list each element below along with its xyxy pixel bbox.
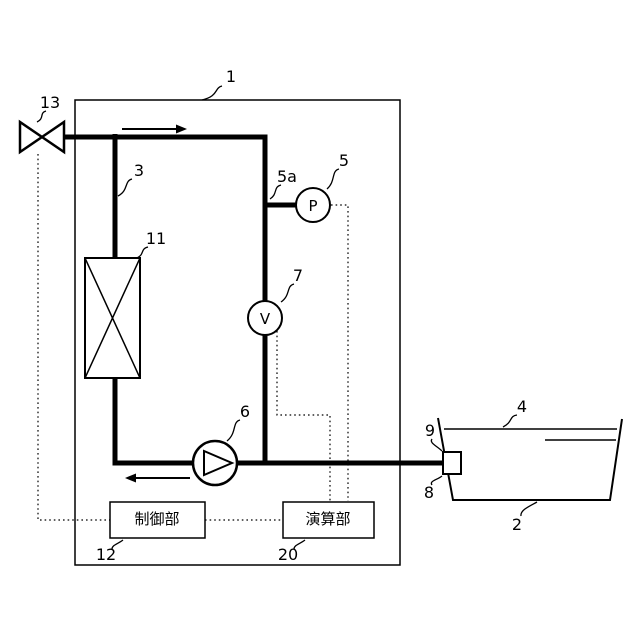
ref-label-5: 5	[339, 151, 349, 170]
leader-11	[136, 246, 149, 259]
signal-lines	[37, 154, 349, 521]
ref-label-1: 1	[226, 67, 236, 86]
flow-gauge: V	[247, 300, 283, 336]
ref-label-4: 4	[517, 397, 527, 416]
leader-2	[520, 501, 538, 517]
pressure-gauge-circle	[295, 187, 331, 223]
leader-12	[111, 539, 124, 550]
tank	[437, 417, 623, 501]
valve-right-triangle	[39, 119, 66, 155]
reference-labels: 1 13 3 5a 5 11 7 6 4 9 8 2 12 20	[36, 67, 538, 564]
flow-arrow-left-head	[125, 473, 136, 483]
leader-20	[293, 539, 306, 550]
calculation-unit: 演算部	[282, 501, 375, 539]
leader-13	[36, 110, 47, 123]
leader-1	[201, 85, 223, 101]
ref-label-9: 9	[425, 421, 435, 440]
ref-label-13: 13	[40, 93, 60, 112]
leader-7	[280, 283, 295, 303]
leader-5a	[269, 184, 282, 200]
flow-gauge-label: V	[260, 310, 271, 328]
leader-5	[326, 168, 340, 190]
flow-arrow-left	[125, 473, 190, 483]
top-and-right-pipe	[60, 134, 268, 463]
ref-label-11: 11	[146, 229, 166, 248]
valve-control-signal-line	[37, 154, 110, 521]
pressure-gauge-label: P	[308, 197, 317, 215]
control-unit-label: 制御部	[134, 510, 179, 528]
ref-label-8: 8	[424, 483, 434, 502]
calculation-unit-box	[282, 501, 375, 539]
ref-label-3: 3	[134, 161, 144, 180]
tank-outline	[437, 417, 623, 501]
valve-icon	[18, 119, 66, 155]
valve-left-triangle	[18, 119, 45, 155]
flow-arrow-right-head	[176, 124, 187, 134]
ref-label-20: 20	[278, 545, 298, 564]
flow-arrow-right	[122, 124, 187, 134]
tank-inlet-connector	[442, 451, 462, 475]
leader-6	[226, 419, 241, 442]
left-and-bottom-pipe	[112, 134, 448, 466]
leader-8	[430, 475, 443, 486]
control-unit: 制御部	[109, 501, 206, 539]
control-unit-box	[109, 501, 206, 539]
pump-icon	[191, 439, 239, 487]
leader-9	[430, 438, 443, 452]
flow-gauge-circle	[247, 300, 283, 336]
heat-exchanger-icon	[84, 257, 141, 379]
ref-label-12: 12	[96, 545, 116, 564]
calculation-unit-label: 演算部	[305, 510, 350, 528]
piping	[60, 134, 448, 466]
flow-sensor-signal-line	[276, 331, 331, 501]
ref-label-6: 6	[240, 402, 250, 421]
pressure-gauge: P	[295, 187, 331, 223]
heat-exchanger-cross	[84, 257, 141, 379]
pressure-sensor-signal-line	[331, 204, 349, 501]
ref-label-2: 2	[512, 515, 522, 534]
leader-3	[117, 178, 133, 197]
ref-label-5a: 5a	[277, 167, 297, 186]
pump-triangle	[203, 449, 235, 477]
leader-4	[502, 414, 518, 428]
ref-label-7: 7	[293, 266, 303, 285]
system-enclosure-box	[74, 99, 401, 566]
